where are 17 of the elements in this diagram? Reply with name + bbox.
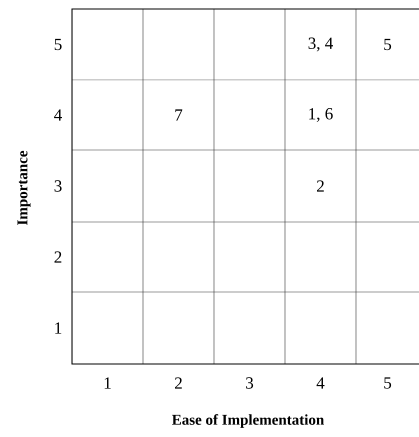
axis-tick-label: 3 bbox=[54, 180, 62, 192]
cell-label: 2 bbox=[317, 180, 324, 192]
axis-title: Importance bbox=[18, 150, 31, 225]
axis-tick-label: 2 bbox=[175, 377, 182, 389]
cell-label: 5 bbox=[384, 38, 392, 50]
axis-tick-label: 3 bbox=[246, 377, 254, 389]
axis-title: Ease of Implementation bbox=[172, 414, 324, 428]
axis-tick-label: 5 bbox=[54, 38, 62, 50]
cell-label: 3, 4 bbox=[308, 38, 333, 52]
axis-tick-label: 1 bbox=[55, 322, 62, 334]
axis-tick-label: 1 bbox=[104, 377, 111, 389]
axis-tick-label: 5 bbox=[384, 377, 392, 389]
axis-tick-label: 4 bbox=[316, 377, 324, 389]
axis-tick-label: 4 bbox=[54, 109, 62, 121]
cell-label: 1, 6 bbox=[309, 108, 333, 122]
axis-tick-label: 2 bbox=[54, 251, 62, 263]
cell-label: 7 bbox=[175, 109, 182, 121]
